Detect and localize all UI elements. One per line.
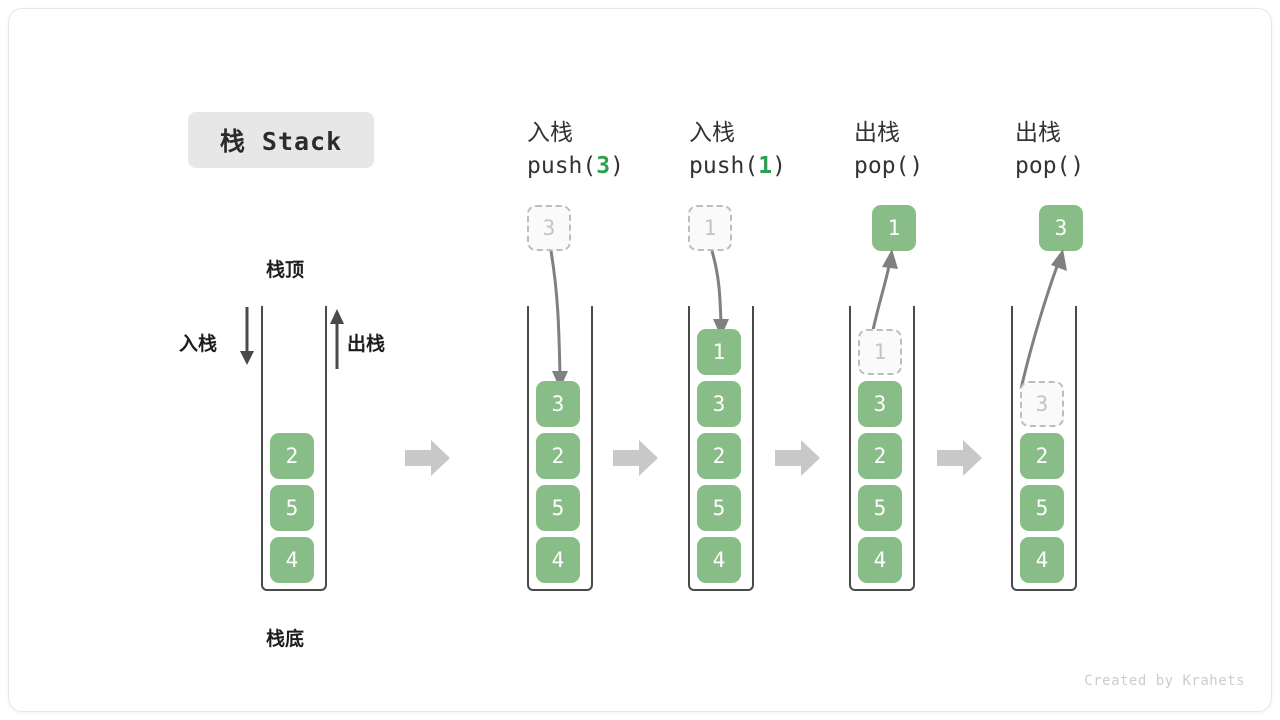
transition-arrow-icon: [613, 440, 658, 476]
transition-arrow-icon: [937, 440, 982, 476]
call-prefix: pop(: [1015, 152, 1071, 179]
stack-cell: 2: [858, 433, 902, 479]
stack-cell: 3: [697, 381, 741, 427]
push-flow-arrow-icon: [549, 250, 568, 389]
popped-value-cell: 3: [1039, 205, 1083, 251]
stack-cell: 4: [536, 537, 580, 583]
stack-top-label: 栈顶: [266, 259, 305, 281]
operation-title: 入栈: [689, 120, 735, 146]
stack-cell: 2: [536, 433, 580, 479]
popped-value-cell: 1: [872, 205, 916, 251]
push-direction-arrow-icon: [240, 307, 254, 365]
watermark-credit: Created by Krahets: [1084, 673, 1245, 689]
call-argument: 1: [758, 152, 773, 179]
stack-cell: 4: [697, 537, 741, 583]
push-flow-arrow-icon: [710, 250, 729, 337]
operation-call: pop(): [1015, 150, 1084, 183]
stack-cell: 5: [536, 485, 580, 531]
stack-container-pop-1: [849, 306, 915, 591]
stack-cell: 4: [1020, 537, 1064, 583]
stack-cell: 5: [697, 485, 741, 531]
stack-container-push-1: [688, 306, 754, 591]
operation-caption-pop-1: 出栈 pop(): [854, 117, 923, 182]
operation-title: 出栈: [854, 120, 900, 146]
stack-cell: 2: [270, 433, 314, 479]
stack-cell: 3: [858, 381, 902, 427]
stack-title-badge: 栈 Stack: [188, 112, 374, 168]
pop-flow-arrow-icon: [870, 249, 898, 336]
stack-cell: 1: [697, 329, 741, 375]
stack-cell: 2: [1020, 433, 1064, 479]
stack-cell: 5: [1020, 485, 1064, 531]
call-suffix: ): [909, 152, 924, 179]
transition-arrow-icon: [405, 440, 450, 476]
pop-direction-label: 出栈: [347, 333, 386, 355]
stack-cell-removed: 1: [858, 329, 902, 375]
stack-cell: 3: [536, 381, 580, 427]
floating-ghost-cell: 1: [688, 205, 732, 251]
call-suffix: ): [1070, 152, 1085, 179]
operation-call: push(3): [527, 150, 624, 183]
floating-ghost-cell: 3: [527, 205, 571, 251]
stack-container-push-3: [527, 306, 593, 591]
operation-title: 入栈: [527, 120, 573, 146]
call-prefix: push(: [689, 152, 759, 179]
call-prefix: push(: [527, 152, 597, 179]
stack-cell-removed: 3: [1020, 381, 1064, 427]
diagram-canvas: 栈 Stack 栈顶 入栈 出栈 2 5 4 栈底 入栈 push(3) 3 3…: [8, 8, 1272, 712]
stack-cell: 4: [858, 537, 902, 583]
push-direction-label: 入栈: [179, 333, 218, 355]
pop-direction-arrow-icon: [330, 309, 344, 369]
operation-title: 出栈: [1015, 120, 1061, 146]
stack-cell: 5: [270, 485, 314, 531]
transition-arrow-icon: [775, 440, 820, 476]
stack-container-initial: [261, 306, 327, 591]
operation-call: pop(): [854, 150, 923, 183]
pop-flow-arrow-icon: [1019, 249, 1067, 390]
operation-caption-push-3: 入栈 push(3): [527, 117, 624, 182]
call-argument: 3: [596, 152, 611, 179]
operation-call: push(1): [689, 150, 786, 183]
call-suffix: ): [772, 152, 786, 179]
stack-cell: 4: [270, 537, 314, 583]
stack-bottom-label: 栈底: [266, 628, 305, 650]
stack-container-pop-3: [1011, 306, 1077, 591]
operation-caption-pop-3: 出栈 pop(): [1015, 117, 1084, 182]
operation-caption-push-1: 入栈 push(1): [689, 117, 786, 182]
stack-cell: 5: [858, 485, 902, 531]
call-suffix: ): [610, 152, 624, 179]
stack-cell: 2: [697, 433, 741, 479]
call-prefix: pop(: [854, 152, 910, 179]
